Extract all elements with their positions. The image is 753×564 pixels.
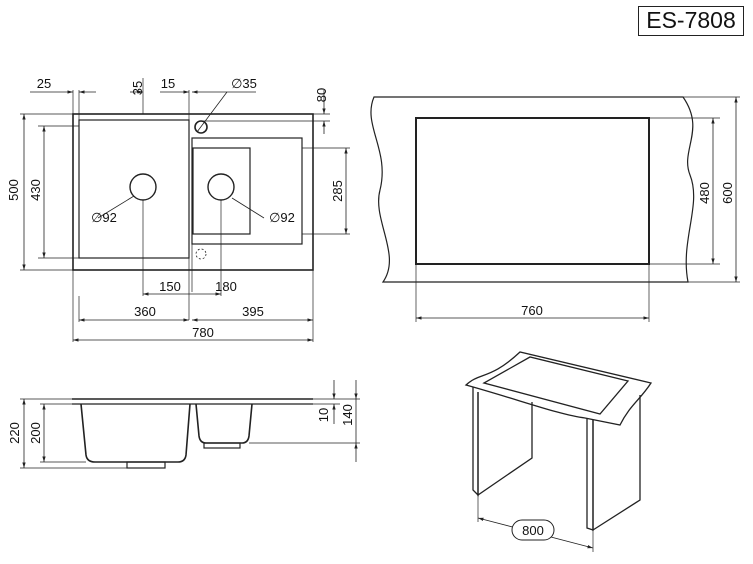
dim-tap-offset: 80 <box>314 88 329 102</box>
left-panel <box>477 392 533 497</box>
dim-cabinet-width: 800 <box>522 523 544 538</box>
drain-outlet-small <box>203 442 241 449</box>
dim-big-bowl-width: 360 <box>134 304 156 319</box>
cutout-rect <box>415 117 650 265</box>
dim-cutout-height-outer: 600 <box>720 182 735 204</box>
dim-small-section-width: 395 <box>242 304 264 319</box>
dim-bowl-gap: 15 <box>161 76 175 91</box>
side-view <box>20 380 360 469</box>
dim-drain-small: ∅92 <box>269 210 295 225</box>
cabinet-view-labels: 800 <box>522 523 544 538</box>
overflow-hole <box>195 248 207 260</box>
dim-drain-dist-2: 180 <box>215 279 237 294</box>
dim-big-bowl-depth: 200 <box>28 422 43 444</box>
side-view-labels: 220 200 10 140 <box>7 404 355 444</box>
countertop-outline <box>370 96 695 283</box>
small-bowl-profile <box>195 403 253 444</box>
dim-cabinet-badge <box>511 519 555 541</box>
dim-cutout-height-inner: 480 <box>697 182 712 204</box>
dim-small-bowl-depth: 140 <box>340 404 355 426</box>
dim-big-bowl-offset: 35 <box>130 81 145 95</box>
dim-small-bowl-height: 285 <box>330 180 345 202</box>
left-panel-edge <box>472 387 479 497</box>
big-bowl-profile <box>80 403 191 463</box>
dim-rim: 10 <box>316 408 331 422</box>
cutout-view-labels: 480 600 760 <box>521 182 735 318</box>
drain-outlet-big <box>126 461 166 469</box>
model-title: ES-7808 <box>638 6 744 36</box>
cabinet-view <box>464 351 653 552</box>
dim-left-margin: 25 <box>37 76 51 91</box>
top-view <box>20 78 350 342</box>
drain-small <box>207 173 235 201</box>
cutout-view <box>370 96 740 322</box>
countertop <box>464 351 653 426</box>
dim-cutout-width: 760 <box>521 303 543 318</box>
dim-height-total: 500 <box>6 179 21 201</box>
dim-total-depth: 220 <box>7 422 22 444</box>
big-bowl <box>78 119 190 259</box>
dim-tap-hole: ∅35 <box>231 76 257 91</box>
top-view-labels: 25 35 15 ∅35 80 500 430 285 ∅92 ∅92 150 … <box>6 76 345 340</box>
right-panel <box>592 395 641 532</box>
dim-total-width: 780 <box>192 325 214 340</box>
dim-drain-big: ∅92 <box>91 210 117 225</box>
front-panel-edge <box>586 418 594 531</box>
dim-drain-dist-1: 150 <box>159 279 181 294</box>
dim-big-bowl-height: 430 <box>28 179 43 201</box>
small-bowl <box>192 147 251 235</box>
sink-cutout <box>482 356 630 415</box>
